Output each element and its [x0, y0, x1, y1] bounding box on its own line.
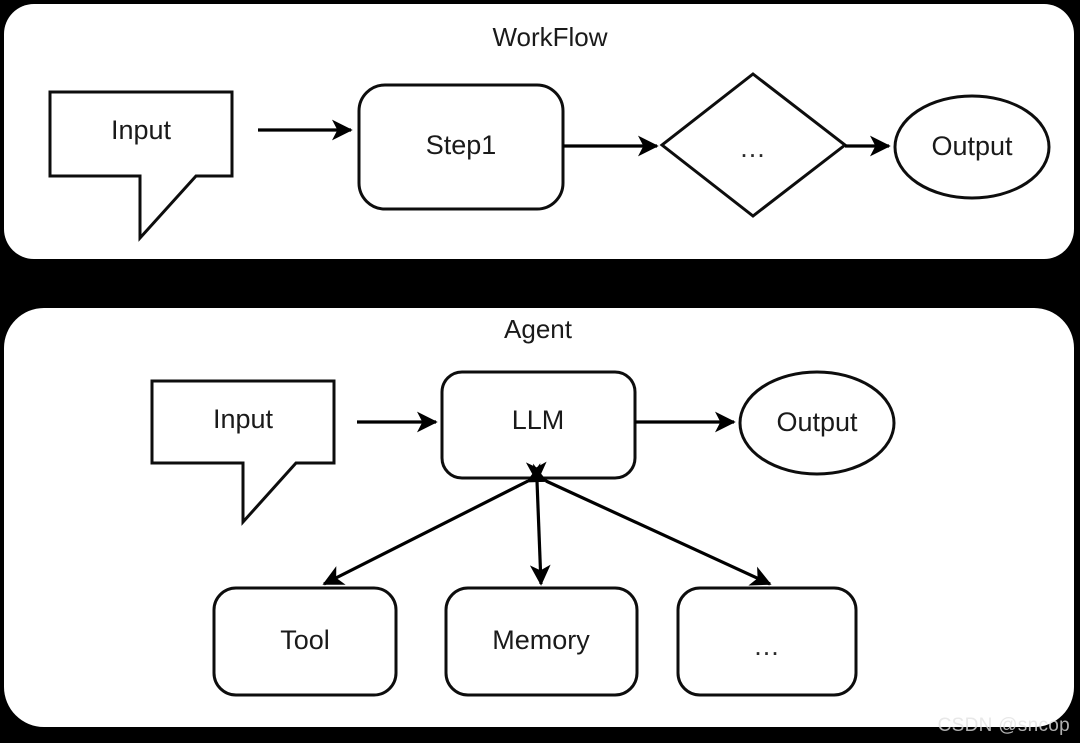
node-wf-step1-label: Step1 — [426, 130, 497, 160]
node-wf-step1[interactable]: Step1 — [357, 83, 565, 211]
ellipse-shape — [738, 370, 896, 476]
ellipse-shape — [893, 94, 1051, 200]
edge-ag-llm-to-tool — [322, 463, 550, 586]
callout-shape — [48, 90, 234, 242]
node-wf-input[interactable]: Input — [48, 90, 234, 242]
panel-workflow: WorkFlow Input Step1 ... — [4, 4, 1074, 259]
node-ag-output[interactable]: Output — [738, 370, 896, 476]
node-ag-tool-label: Tool — [280, 625, 330, 655]
node-ag-llm-label: LLM — [512, 405, 565, 435]
node-ag-more-label: ... — [754, 631, 780, 661]
callout-shape — [150, 379, 336, 526]
node-ag-llm[interactable]: LLM — [440, 370, 637, 480]
watermark-text: CSDN @sncop — [937, 715, 1070, 736]
panel-workflow-title: WorkFlow — [492, 22, 607, 52]
panel-agent-title: Agent — [504, 314, 573, 344]
node-wf-decision[interactable]: ... — [659, 72, 848, 218]
node-wf-output[interactable]: Output — [893, 94, 1051, 200]
node-ag-input-label: Input — [213, 404, 274, 434]
node-ag-input[interactable]: Input — [150, 379, 336, 526]
node-ag-memory[interactable]: Memory — [444, 586, 639, 697]
node-ag-tool[interactable]: Tool — [212, 586, 398, 697]
node-wf-decision-label: ... — [740, 133, 766, 163]
edge-ag-llm-to-more — [524, 463, 772, 586]
rounded-rect-shape — [676, 586, 858, 697]
node-wf-input-label: Input — [111, 115, 172, 145]
node-wf-output-label: Output — [931, 131, 1013, 161]
diamond-shape — [659, 72, 848, 218]
rounded-rect-shape — [444, 586, 639, 697]
node-ag-more[interactable]: ... — [676, 586, 858, 697]
panel-agent: Agent Input LLM Output — [4, 308, 1074, 727]
rounded-rect-shape — [212, 586, 398, 697]
node-ag-output-label: Output — [776, 407, 858, 437]
node-ag-memory-label: Memory — [492, 625, 590, 655]
